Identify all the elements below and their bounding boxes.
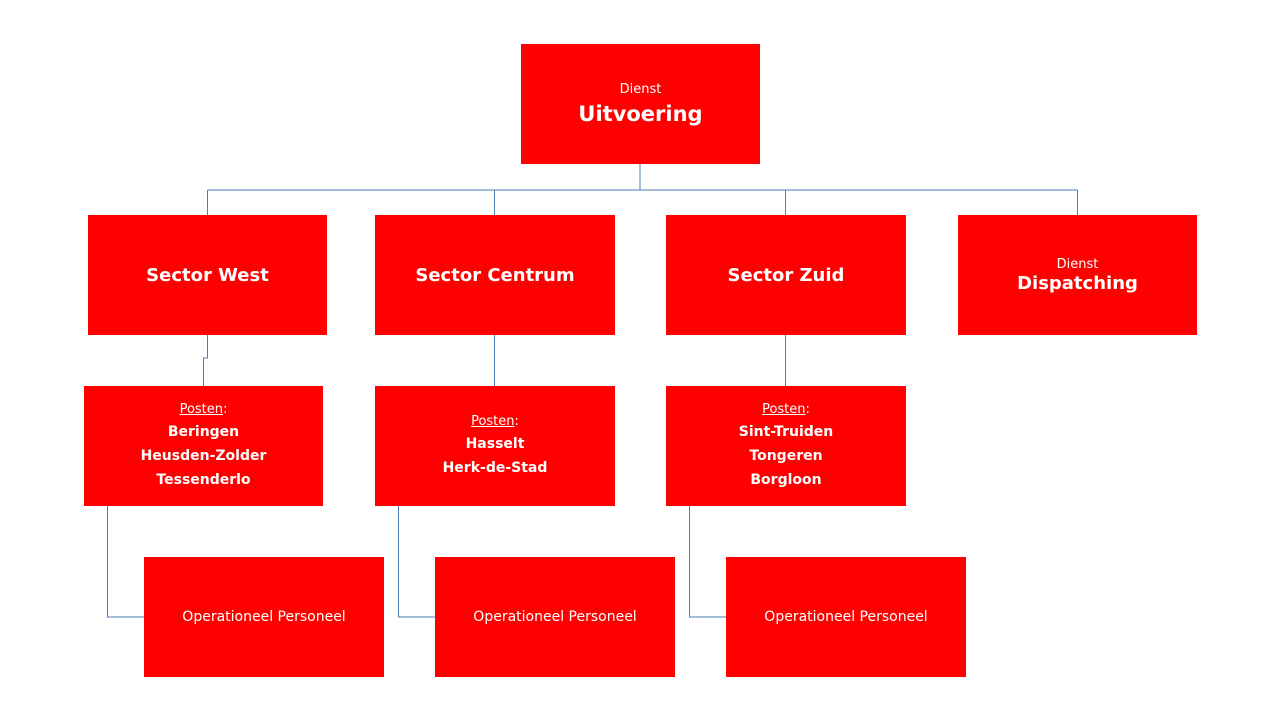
sector-zuid-node: Sector Zuid xyxy=(666,215,906,335)
posts-centrum-node: Posten: Hasselt Herk-de-Stad xyxy=(375,386,615,506)
root-title: Uitvoering xyxy=(578,101,703,126)
dispatching-node: Dienst Dispatching xyxy=(958,215,1197,335)
posts-label: Posten: xyxy=(762,402,810,417)
personnel-west-node: Operationeel Personeel xyxy=(144,557,384,677)
sector-west-title: Sector West xyxy=(146,264,269,286)
post-item: Hasselt xyxy=(465,436,525,452)
personnel-centrum-node: Operationeel Personeel xyxy=(435,557,675,677)
post-item: Herk-de-Stad xyxy=(442,460,548,476)
dispatching-title: Dispatching xyxy=(1017,272,1138,294)
connector-west-to-posts xyxy=(203,335,208,386)
connector-centrum-posts-to-personnel xyxy=(398,505,435,618)
personnel-label: Operationeel Personeel xyxy=(764,609,928,625)
sector-centrum-node: Sector Centrum xyxy=(375,215,615,335)
post-item: Sint-Truiden xyxy=(738,424,834,440)
root-node-uitvoering: Dienst Uitvoering xyxy=(521,44,760,164)
connector-zuid-posts-to-personnel xyxy=(689,505,726,618)
post-item: Heusden-Zolder xyxy=(140,448,267,464)
sector-centrum-title: Sector Centrum xyxy=(415,264,575,286)
sector-zuid-title: Sector Zuid xyxy=(727,264,845,286)
posts-label: Posten: xyxy=(179,402,228,417)
post-item: Tongeren xyxy=(749,448,823,464)
personnel-label: Operationeel Personeel xyxy=(473,609,637,625)
post-item: Borgloon xyxy=(750,472,822,488)
personnel-label: Operationeel Personeel xyxy=(182,609,346,625)
dispatching-prefix: Dienst xyxy=(1056,256,1099,272)
posts-label: Posten: xyxy=(471,414,519,429)
sector-west-node: Sector West xyxy=(88,215,327,335)
post-item: Tessenderlo xyxy=(156,472,251,488)
posts-zuid-node: Posten: Sint-Truiden Tongeren Borgloon xyxy=(666,386,906,506)
post-item: Beringen xyxy=(167,424,240,440)
root-prefix: Dienst xyxy=(619,81,662,97)
personnel-zuid-node: Operationeel Personeel xyxy=(726,557,966,677)
posts-west-node: Posten: Beringen Heusden-Zolder Tessende… xyxy=(84,386,323,506)
connector-west-posts-to-personnel xyxy=(107,505,144,618)
